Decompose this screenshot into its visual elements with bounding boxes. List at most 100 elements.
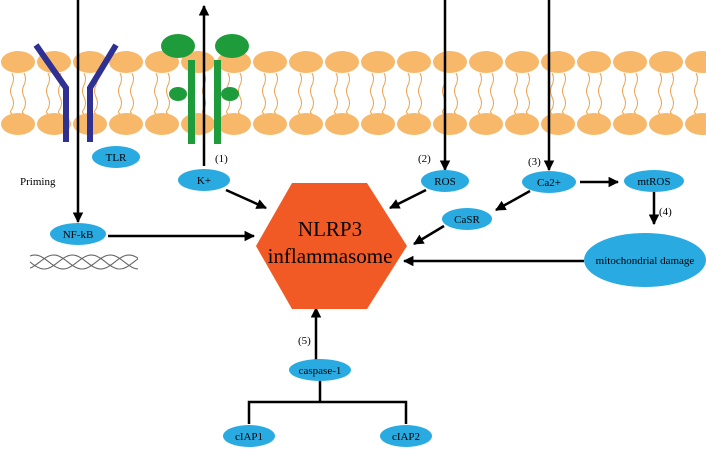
lipid-tail [82, 72, 86, 115]
lipid-head [505, 113, 539, 135]
lipid-head [433, 113, 467, 135]
ciap1-label: cIAP1 [235, 431, 263, 443]
node-tlr: TLR [92, 146, 140, 168]
priming-label: Priming [20, 176, 56, 188]
lipid-tail [238, 72, 242, 115]
lipid-tail [166, 72, 170, 115]
node-ros: ROS [421, 170, 469, 192]
lipid-tail [454, 72, 458, 115]
k-label: K+ [197, 175, 211, 187]
lipid-head [649, 51, 683, 73]
lipid-tail [622, 72, 626, 115]
node-ca: Ca2+ [522, 171, 576, 193]
lipid-head [1, 51, 35, 73]
node-casr: CaSR [442, 208, 492, 230]
lipid-tail [262, 72, 266, 115]
lipid-head [577, 51, 611, 73]
lipid-tail [562, 72, 566, 115]
node-ciap1: cIAP1 [223, 425, 275, 447]
lipid-head [37, 113, 71, 135]
lipid-tail [370, 72, 374, 115]
lipid-tail [586, 72, 590, 115]
lipid-tail [274, 72, 278, 115]
lipid-head [397, 51, 431, 73]
lipid-head [253, 51, 287, 73]
lipid-tail [694, 72, 698, 115]
lipid-tail [130, 72, 134, 115]
lipid-head [361, 113, 395, 135]
lipid-head [577, 113, 611, 135]
node-k: K+ [178, 169, 230, 191]
arrow-casr-to-nlrp3 [413, 224, 445, 246]
lipid-tail [406, 72, 410, 115]
step-2-label: (2) [418, 153, 431, 165]
lipid-head [325, 51, 359, 73]
potassium-channel-icon [161, 34, 249, 144]
step-3-label: (3) [528, 156, 541, 168]
lipid-head [289, 51, 323, 73]
lipid-head [253, 113, 287, 135]
node-mtros: mtROS [624, 170, 684, 192]
lipid-tail [598, 72, 602, 115]
ros-label: ROS [434, 176, 455, 188]
lipid-head [289, 113, 323, 135]
tlr-label: TLR [106, 152, 127, 164]
lipid-tail [118, 72, 122, 115]
lipid-head [469, 51, 503, 73]
nlrp3-title: NLRP3 [298, 217, 362, 241]
lipid-tail [634, 72, 638, 115]
lipid-head [469, 113, 503, 135]
arrow-ca-to-casr [495, 189, 531, 212]
lipid-tail [478, 72, 482, 115]
nfkb-label: NF-kB [63, 229, 94, 241]
lipid-head [181, 113, 215, 135]
lipid-head [685, 113, 706, 135]
arrow-ros-to-nlrp3 [389, 188, 427, 210]
lipid-head [685, 51, 706, 73]
step-1-label: (1) [215, 153, 228, 165]
lipid-head [109, 113, 143, 135]
lipid-tail [310, 72, 314, 115]
lipid-tail [382, 72, 386, 115]
lipid-head [1, 113, 35, 135]
lipid-head [613, 113, 647, 135]
lipid-tail [298, 72, 302, 115]
lipid-tail [334, 72, 338, 115]
lipid-head [109, 51, 143, 73]
lipid-tail [526, 72, 530, 115]
casr-label: CaSR [454, 214, 480, 226]
arrow-k-to-nlrp3 [225, 188, 267, 210]
mito-label: mitochondrial damage [596, 255, 695, 267]
lipid-head [613, 51, 647, 73]
cell-membrane [1, 51, 706, 135]
lipid-head [649, 113, 683, 135]
lipid-tail [346, 72, 350, 115]
ciap2-label: cIAP2 [392, 431, 420, 443]
lipid-tail [550, 72, 554, 115]
dna-helix-icon [29, 254, 139, 270]
node-nfkb: NF-kB [50, 223, 106, 245]
lipid-head [541, 51, 575, 73]
ca-label: Ca2+ [537, 177, 561, 189]
inflammasome-title: inflammasome [268, 244, 393, 268]
lipid-tail [22, 72, 26, 115]
node-caspase: caspase-1 [289, 359, 351, 381]
lipid-head [73, 51, 107, 73]
mtros-label: mtROS [637, 176, 670, 188]
lipid-head [145, 113, 179, 135]
lipid-head [397, 113, 431, 135]
lipid-head [217, 113, 251, 135]
lipid-tail [514, 72, 518, 115]
ciap-bracket [247, 400, 408, 424]
tlr-receptor-icon [33, 43, 119, 142]
lipid-tail [10, 72, 14, 115]
lipid-tail [154, 72, 158, 115]
step-5-label: (5) [298, 335, 311, 347]
lipid-head [325, 113, 359, 135]
connector-arrows [72, 0, 660, 424]
step-4-label: (4) [659, 206, 672, 218]
lipid-tail [418, 72, 422, 115]
node-ciap2: cIAP2 [380, 425, 432, 447]
